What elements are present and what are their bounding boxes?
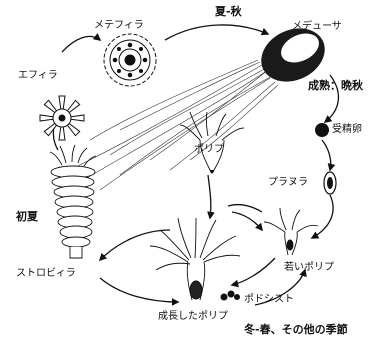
arrow-polyp-to-young-polyp <box>232 212 262 230</box>
label-young-polyp: 若いポリプ <box>284 262 334 274</box>
arrow-strobila-to-grown <box>100 278 178 302</box>
ephyra-illustration <box>40 96 84 140</box>
fertilized-egg-illustration <box>315 123 329 137</box>
arrow-planula-to-young-polyp <box>312 195 333 238</box>
label-planula: プラヌラ <box>268 177 308 189</box>
label-ephyra: エフィラ <box>18 70 58 82</box>
label-metephyra: メテフィラ <box>94 20 144 32</box>
young-polyp-illustration <box>264 208 318 255</box>
label-summer-autumn: 夏-秋 <box>215 6 242 18</box>
metephyra-illustration <box>104 34 156 86</box>
label-podocyst: ポドシスト <box>244 294 294 306</box>
arrow-egg-to-planula <box>322 140 331 170</box>
label-fertilized-egg: 受精卵 <box>332 124 362 136</box>
label-polyp: ポリプ <box>194 144 224 156</box>
strobila-illustration <box>50 145 96 258</box>
label-maturity: 成熟：晩秋 <box>308 80 363 92</box>
planula-illustration <box>324 172 336 194</box>
arrow-grown-to-strobila <box>100 230 170 260</box>
arrow-metephyra-to-medusa <box>165 25 268 40</box>
label-early-summer: 初夏 <box>16 211 38 223</box>
arrow-young-polyp-to-grown <box>232 258 275 285</box>
label-winter-spring: 冬-春、その他の季節 <box>244 324 348 336</box>
label-grown-polyp: 成長したポリプ <box>158 311 228 323</box>
arrow-young-polyp-to-polyp <box>228 205 262 212</box>
label-strobila: ストロビィラ <box>16 268 76 280</box>
label-medusa: メデューサ <box>292 21 342 33</box>
podocyst-illustration <box>221 291 241 301</box>
polyp-illustration <box>180 112 244 173</box>
arrow-polyp-to-grown-polyp <box>208 175 211 218</box>
arrow-ephyra-to-metephyra <box>62 36 100 52</box>
